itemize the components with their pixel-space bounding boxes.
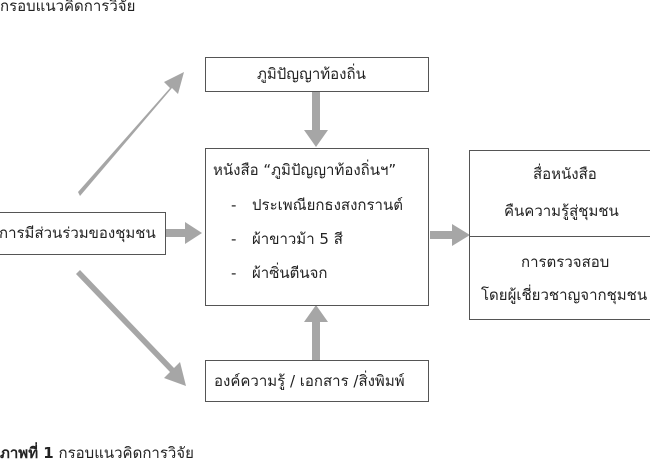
sources-box: องค์ความรู้ / เอกสาร /สิ่งพิมพ์ xyxy=(205,360,429,402)
figure-caption-text: กรอบแนวคิดการวิจัย xyxy=(58,444,194,462)
book-item-3: ผ้าซิ่นตีนจก xyxy=(252,264,328,282)
book-item-1: ประเพณียกธงสงกรานต์ xyxy=(252,196,403,214)
arrows-layer xyxy=(76,72,470,386)
local-wisdom-label: ภูมิปัญญาท้องถิ่น xyxy=(257,65,366,83)
output-review-label: การตรวจสอบ xyxy=(521,253,610,271)
arrow-wisdom-to-center xyxy=(304,92,328,147)
community-label: การมีส่วนร่วมของชุมชน xyxy=(0,224,156,242)
bullet-dash-3: - xyxy=(231,264,237,282)
bullet-dash-2: - xyxy=(231,230,237,248)
figure-caption: ภาพที่ 1 กรอบแนวคิดการวิจัย xyxy=(0,441,194,465)
arrow-sources-to-center xyxy=(304,305,328,360)
book-item-2: ผ้าขาวม้า 5 สี xyxy=(252,230,343,248)
local-wisdom-box: ภูมิปัญญาท้องถิ่น xyxy=(205,57,429,92)
book-title: หนังสือ “ภูมิปัญญาท้องถิ่นฯ” xyxy=(213,161,397,179)
sources-label: องค์ความรู้ / เอกสาร /สิ่งพิมพ์ xyxy=(214,372,405,390)
arrow-community-to-sources xyxy=(76,270,186,386)
output-experts-label: โดยผู้เชี่ยวชาญจากชุมชน xyxy=(481,286,648,304)
figure-caption-label: ภาพที่ 1 xyxy=(0,444,54,462)
output-return-label: คืนความรู้สู่ชุมชน xyxy=(504,202,619,220)
arrow-community-to-wisdom xyxy=(78,72,184,196)
arrow-center-to-output xyxy=(430,224,470,246)
output-media-label: สื่อหนังสือ xyxy=(533,165,597,183)
book-box: หนังสือ “ภูมิปัญญาท้องถิ่นฯ” - ประเพณียก… xyxy=(205,148,429,306)
arrow-community-to-center xyxy=(165,222,202,244)
output-divider xyxy=(470,236,650,237)
diagram-heading: กรอบแนวคิดการวิจัย xyxy=(0,0,136,15)
community-box: การมีส่วนร่วมของชุมชน xyxy=(0,212,166,255)
bullet-dash-1: - xyxy=(231,196,237,214)
output-box: สื่อหนังสือ คืนความรู้สู่ชุมชน การตรวจสอ… xyxy=(469,150,650,320)
